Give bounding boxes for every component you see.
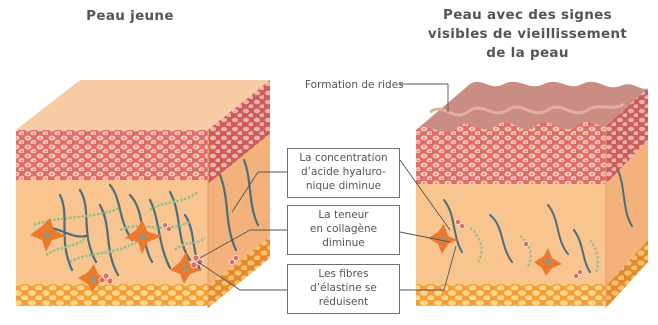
wrinkles-label: Formation de rides: [305, 79, 404, 91]
callout-collagen-line-1: La teneur: [291, 208, 396, 222]
callout-hyaluronic-line-2: d’acide hyaluro-: [291, 165, 396, 179]
callout-elastin-line-1: Les fibres: [291, 267, 396, 281]
young-skin-block: [16, 80, 270, 308]
young-epidermis: [16, 130, 208, 180]
callout-collagen-line-3: diminue: [291, 236, 396, 250]
callout-collagen: La teneur en collagène diminue: [287, 205, 400, 255]
callout-hyaluronic: La concentration d’acide hyaluro- nique …: [287, 148, 400, 198]
callout-elastin-line-2: d’élastine se: [291, 281, 396, 295]
callout-collagen-line-2: en collagène: [291, 222, 396, 236]
callout-elastin: Les fibres d’élastine se réduisent: [287, 264, 400, 314]
young-fat-layer: [16, 284, 208, 306]
callout-elastin-line-3: réduisent: [291, 295, 396, 309]
callout-hyaluronic-line-1: La concentration: [291, 151, 396, 165]
aged-skin-block: [416, 82, 648, 308]
callout-hyaluronic-line-3: nique diminue: [291, 179, 396, 193]
